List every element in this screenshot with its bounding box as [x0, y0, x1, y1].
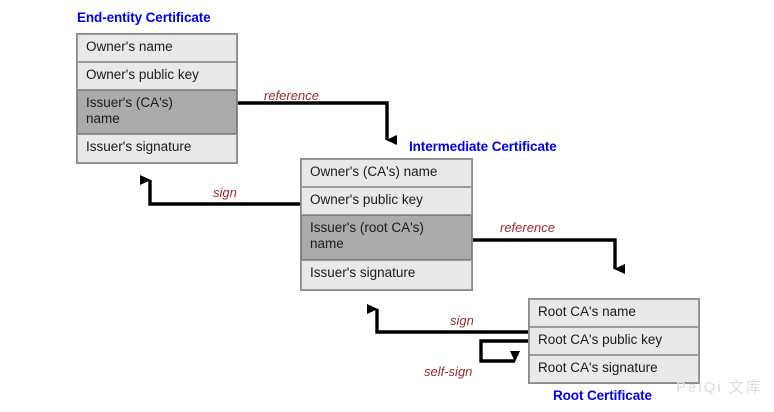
end-entity-row-owner-public-key: Owner's public key [77, 62, 237, 90]
intermediate-row-owner-name: Owner's (CA's) name [301, 159, 472, 187]
connector-reference-1 [238, 101, 397, 145]
intermediate-row-owner-public-key: Owner's public key [301, 187, 472, 215]
root-certificate-box: Root CA's name Root CA's public key Root… [528, 298, 700, 384]
intermediate-row-issuer-signature: Issuer's signature [301, 260, 472, 290]
root-row-signature: Root CA's signature [529, 355, 699, 383]
connector-self-sign [479, 339, 528, 363]
watermark-text: PeiQi 文库 [676, 379, 763, 396]
intermediate-certificate-box: Owner's (CA's) name Owner's public key I… [300, 158, 473, 291]
end-entity-row-owner-name: Owner's name [77, 34, 237, 62]
connector-reference-2 [473, 238, 625, 274]
edge-label-reference-1: reference [264, 88, 319, 103]
edge-label-self-sign: self-sign [424, 364, 473, 379]
end-entity-row-issuer-name: Issuer's (CA's) name [77, 90, 237, 134]
end-entity-certificate-box: Owner's name Owner's public key Issuer's… [76, 33, 238, 164]
root-certificate-title: Root Certificate [553, 388, 652, 403]
intermediate-row-issuer-name: Issuer's (root CA's) name [301, 215, 472, 260]
root-row-name: Root CA's name [529, 299, 699, 327]
root-row-public-key: Root CA's public key [529, 327, 699, 355]
intermediate-certificate-title: Intermediate Certificate [409, 139, 557, 154]
edge-label-reference-2: reference [500, 220, 555, 235]
edge-label-sign-1: sign [213, 185, 237, 200]
end-entity-certificate-title: End-entity Certificate [77, 10, 211, 25]
edge-label-sign-2: sign [450, 313, 474, 328]
end-entity-row-issuer-signature: Issuer's signature [77, 134, 237, 163]
